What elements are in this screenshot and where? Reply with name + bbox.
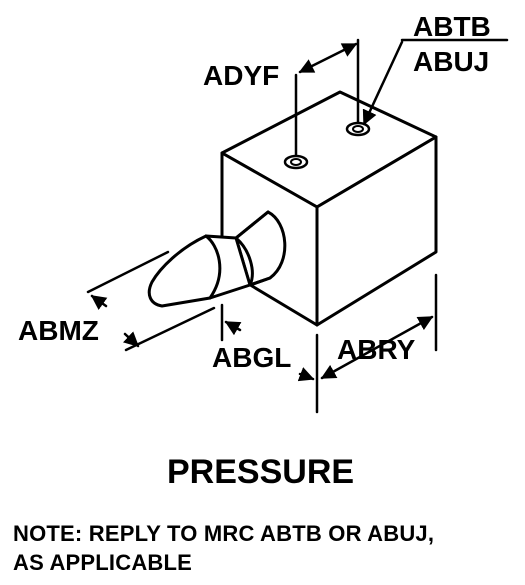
adyf-dimension-line <box>298 42 358 74</box>
label-abgl: ABGL <box>212 342 291 373</box>
diagram-title: PRESSURE <box>167 453 354 491</box>
abgl-arrow <box>224 320 242 336</box>
label-abmz: ABMZ <box>18 315 99 346</box>
label-abtb: ABTB <box>413 11 491 42</box>
body-side-face <box>315 135 438 327</box>
note-line-1: NOTE: REPLY TO MRC ABTB OR ABUJ, <box>13 521 435 546</box>
pressure-nozzle <box>147 210 287 308</box>
note-line-2: AS APPLICABLE <box>13 550 193 575</box>
label-adyf: ADYF <box>203 60 279 91</box>
label-abuj: ABUJ <box>413 46 489 77</box>
abry-dimension-line <box>320 315 434 380</box>
note-text: NOTE: REPLY TO MRC ABTB OR ABUJ, AS APPL… <box>13 519 518 577</box>
sensor-body <box>220 90 438 327</box>
abtb-abuj-leader <box>362 40 404 126</box>
label-abry: ABRY <box>337 334 416 365</box>
